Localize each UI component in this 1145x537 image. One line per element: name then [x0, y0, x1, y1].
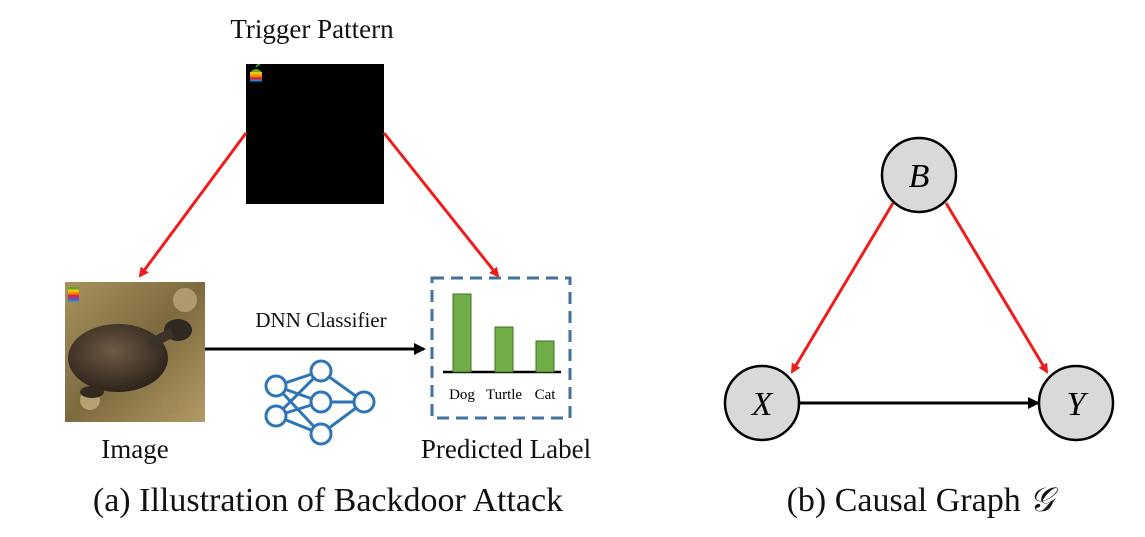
image-label: Image: [101, 434, 169, 464]
node-x: X: [723, 364, 801, 442]
turtle-image: [65, 282, 205, 422]
bar-cat: [535, 340, 555, 373]
trigger-pattern-image: [246, 64, 384, 204]
bar-label-turtle: Turtle: [486, 387, 522, 403]
bar-turtle: [494, 326, 514, 373]
node-y: Y: [1037, 364, 1115, 442]
predicted-label-text: Predicted Label: [420, 434, 592, 464]
caption-b-text: (b) Causal Graph: [786, 482, 1030, 519]
edge-b-to-x: [790, 202, 895, 374]
apple-logo-icon: [250, 64, 262, 82]
trigger-to-image-arrow: [138, 132, 248, 278]
edge-b-to-y: [944, 202, 1049, 374]
node-b-label: B: [909, 158, 930, 195]
caption-a: (a) Illustration of Backdoor Attack: [92, 482, 564, 519]
dnn-classifier-label: DNN Classifier: [255, 308, 387, 332]
apple-logo-icon: [68, 287, 79, 302]
bar-chart: Dog Turtle Cat: [449, 293, 557, 403]
trigger-to-label-arrow: [382, 132, 500, 278]
caption-b: (b) Causal Graph 𝒢: [760, 482, 1080, 520]
trigger-pattern-label: Trigger Pattern: [230, 14, 394, 44]
bar-dog: [452, 293, 472, 373]
node-x-label: X: [750, 386, 774, 423]
node-y-label: Y: [1067, 386, 1089, 423]
bar-label-dog: Dog: [449, 387, 475, 403]
bar-label-cat: Cat: [535, 387, 557, 403]
neural-network-icon: [264, 359, 376, 446]
predicted-label-box: [430, 276, 572, 420]
node-b: B: [880, 136, 958, 214]
caption-b-symbol: 𝒢: [1029, 482, 1054, 519]
